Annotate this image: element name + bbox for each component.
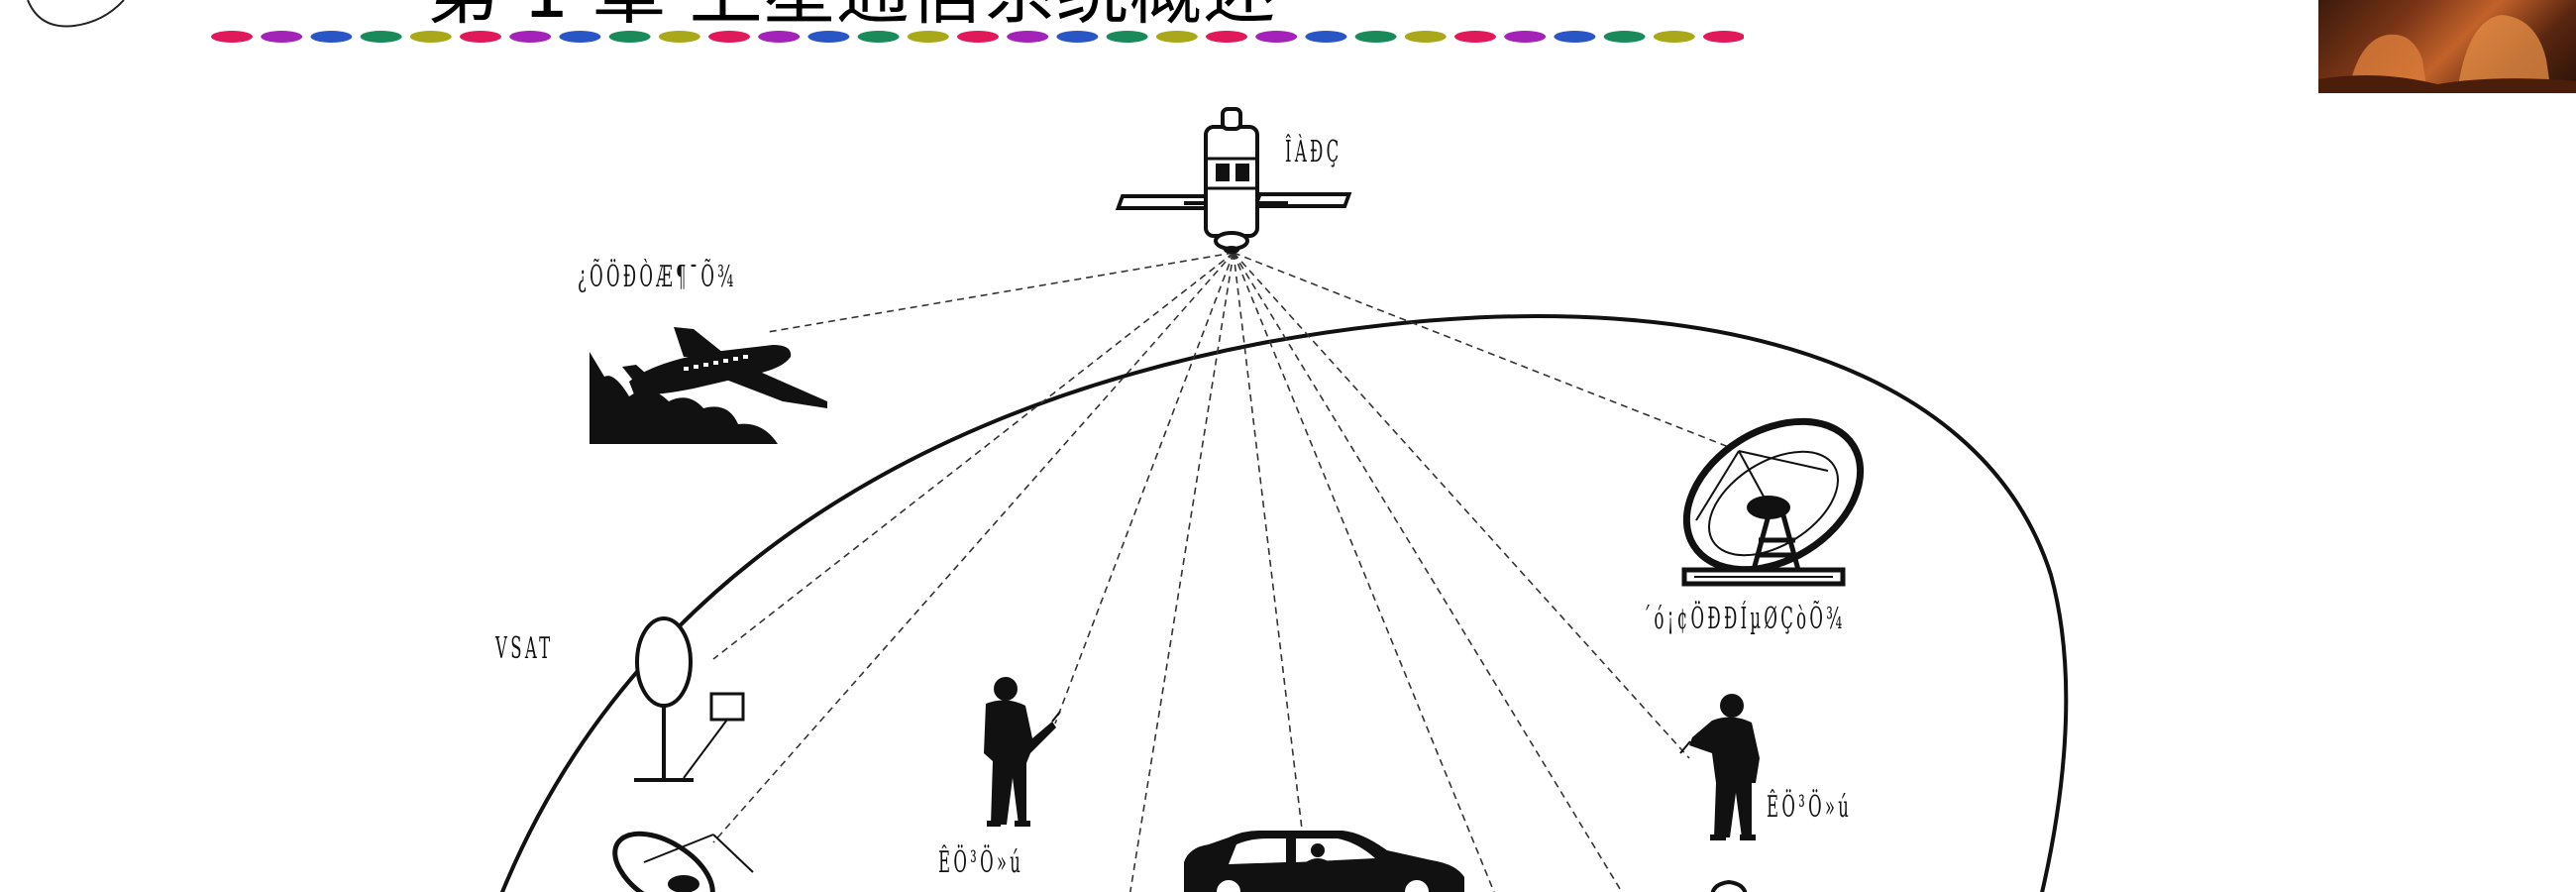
divider-dot bbox=[409, 31, 452, 43]
large-station-label: ´ó¡¢ÖÐÐÍµØÇòÕ¾ bbox=[1643, 602, 1846, 636]
divider-dot bbox=[211, 31, 253, 43]
vsat-label: VSAT bbox=[495, 631, 554, 666]
divider-dot bbox=[360, 31, 402, 43]
divider-dot bbox=[1056, 31, 1099, 43]
divider-dot bbox=[1305, 31, 1347, 43]
divider-dot bbox=[559, 31, 601, 43]
divider-dot bbox=[1703, 31, 1744, 43]
divider-dot bbox=[1155, 31, 1198, 43]
handheld-user-right-icon bbox=[1679, 694, 1760, 840]
handheld-right-label: ÊÖ³Ö»ú bbox=[1767, 790, 1853, 825]
divider-dot bbox=[807, 31, 850, 43]
car-icon bbox=[1184, 831, 1464, 892]
aircraft-label: ¿ÕÖÐÒÆ¶¯Õ¾ bbox=[578, 260, 737, 294]
divider-dot bbox=[857, 31, 900, 43]
aircraft-icon bbox=[590, 327, 827, 444]
ground-station-dish-icon bbox=[1681, 417, 1865, 587]
divider-dot bbox=[1007, 31, 1049, 43]
divider-dot bbox=[1106, 31, 1148, 43]
small-dish-icon bbox=[612, 831, 754, 892]
divider-dot bbox=[1206, 31, 1247, 43]
dot-row-divider-icon bbox=[211, 31, 1744, 43]
satellite-icon bbox=[1115, 107, 1352, 254]
divider-dot bbox=[957, 31, 999, 43]
satellite-label: ÎÀÐÇ bbox=[1285, 135, 1342, 169]
partial-user-head-icon bbox=[1710, 879, 1748, 892]
coverage-area-outline bbox=[499, 314, 2069, 892]
divider-dot bbox=[310, 31, 353, 43]
canyon-rock-photo bbox=[2318, 0, 2576, 93]
divider-dot bbox=[1354, 31, 1397, 43]
divider-dot bbox=[1653, 31, 1695, 43]
satellite-link-lines bbox=[712, 252, 1740, 892]
handheld-user-left-icon bbox=[984, 677, 1061, 827]
divider-dot bbox=[261, 31, 303, 43]
vsat-terminal-icon bbox=[634, 616, 745, 782]
divider-dot bbox=[708, 31, 750, 43]
divider-dot bbox=[658, 31, 700, 43]
divider-dot bbox=[608, 31, 651, 43]
divider-dot bbox=[1603, 31, 1646, 43]
handheld-left-label: ÊÖ³Ö»ú bbox=[938, 845, 1024, 880]
logo-icon bbox=[27, 0, 125, 28]
divider-dot bbox=[1504, 31, 1547, 43]
slide-title: 第 1 章 卫星通信系统概述 bbox=[426, 0, 1276, 37]
divider-dot bbox=[1255, 31, 1298, 43]
divider-dot bbox=[1454, 31, 1496, 43]
divider-dot bbox=[509, 31, 552, 43]
divider-dot bbox=[460, 31, 501, 43]
divider-dot bbox=[1554, 31, 1596, 43]
divider-dot bbox=[1404, 31, 1447, 43]
divider-dot bbox=[758, 31, 801, 43]
divider-dot bbox=[907, 31, 949, 43]
